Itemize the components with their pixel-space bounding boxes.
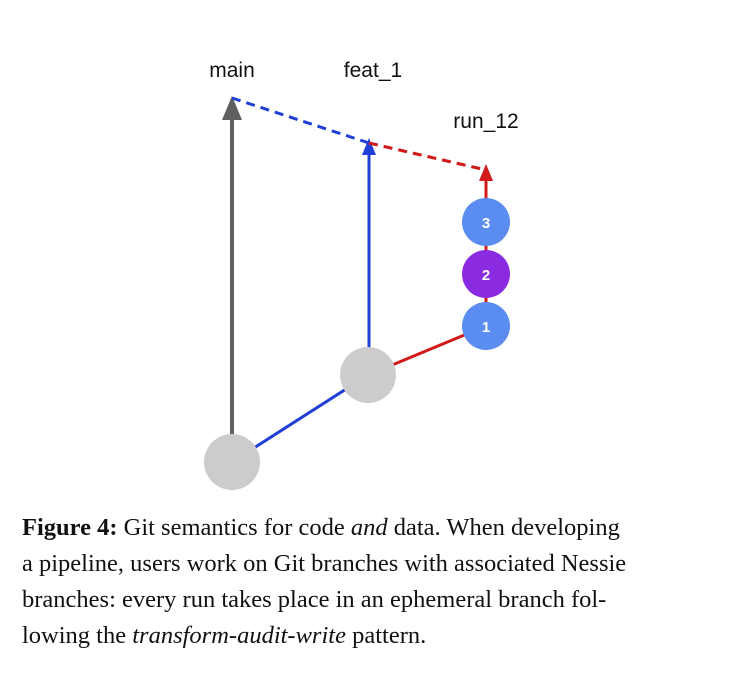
- commit-2-node: [462, 250, 510, 298]
- caption-emphasis: and: [350, 514, 388, 541]
- run-arrowhead: [479, 164, 493, 181]
- commit-3-node: [462, 198, 510, 246]
- feat-arrowhead: [362, 138, 376, 155]
- caption-text: pattern.: [345, 622, 427, 649]
- caption-text: data. When developing: [387, 514, 620, 541]
- feat-branch-label: feat_1: [344, 59, 402, 82]
- main-feat-dashed-line: [231, 96, 370, 145]
- main-branch-label: main: [209, 59, 255, 82]
- git-branch-diagram: 3 2 1 main feat_1 run_12: [204, 59, 519, 490]
- caption-text: Git semantics for code: [117, 514, 351, 541]
- commit-2-label: 2: [482, 267, 490, 284]
- run-branch-label: run_12: [453, 110, 518, 133]
- caption-emphasis: transform-audit-write: [132, 622, 346, 649]
- figure-caption: Figure 4: Git semantics for code and dat…: [22, 510, 722, 654]
- feat-run-dashed-line: [368, 141, 487, 172]
- figure-label: Figure 4:: [22, 514, 118, 541]
- caption-text: lowing the: [22, 622, 133, 649]
- commit-1-node: [462, 302, 510, 350]
- caption-line-3: branches: every run takes place in an ep…: [22, 586, 607, 613]
- caption-line-2: a pipeline, users work on Git branches w…: [22, 550, 627, 577]
- commit-3-label: 3: [482, 215, 490, 232]
- main-base-node: [204, 434, 260, 490]
- commit-1-label: 1: [482, 319, 490, 336]
- caption-line-4: lowing the transform-audit-write pattern…: [22, 618, 722, 654]
- caption-line-1: Figure 4: Git semantics for code and dat…: [22, 510, 722, 546]
- main-arrowhead: [222, 96, 242, 120]
- feat-base-node: [340, 347, 396, 403]
